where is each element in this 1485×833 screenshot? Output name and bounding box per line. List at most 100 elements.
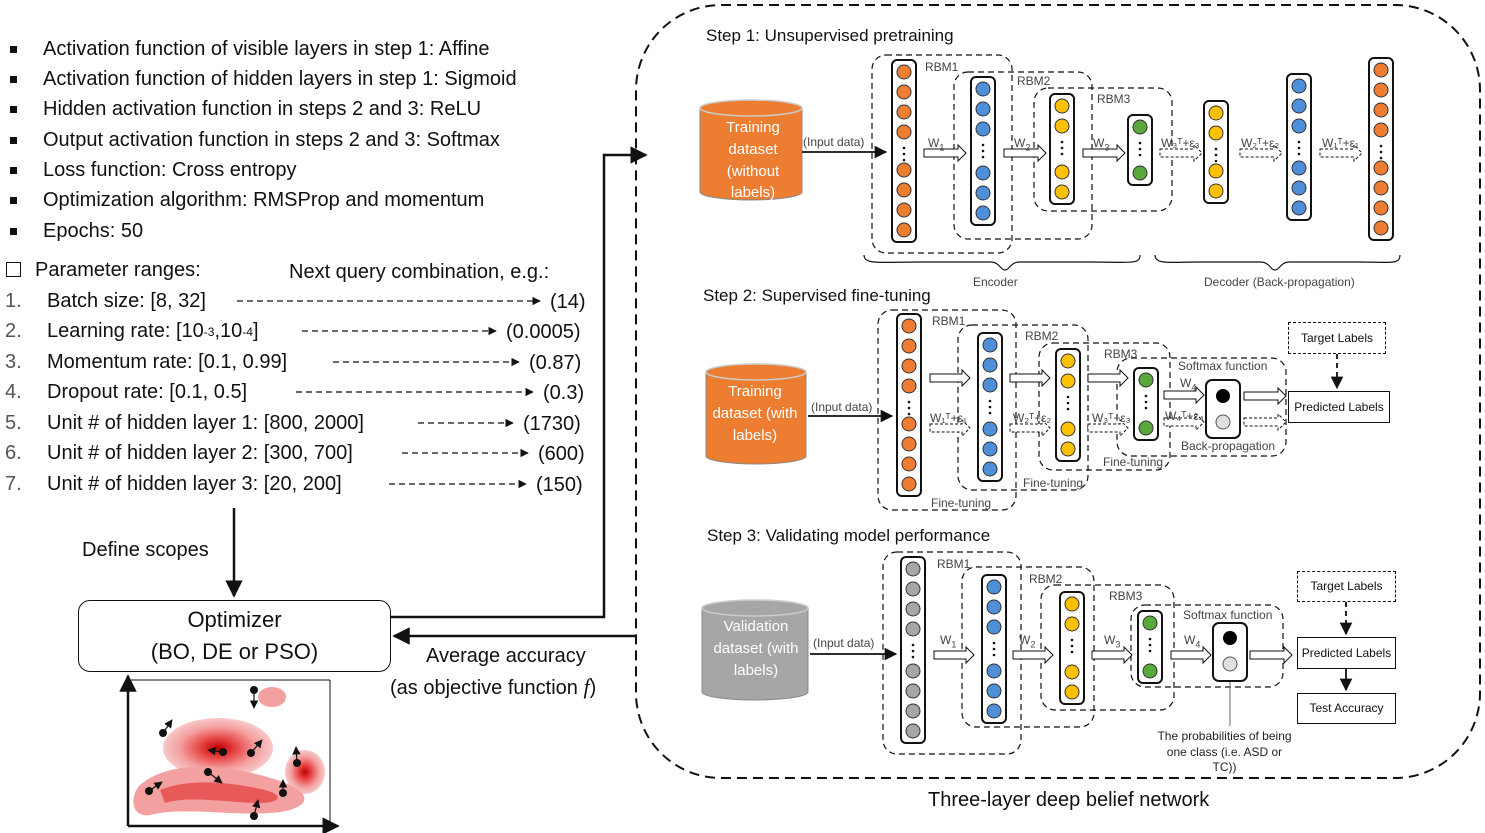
- ellipsis-dot: [1379, 150, 1383, 154]
- query-value: (0.0005): [506, 321, 581, 343]
- node: [986, 663, 1002, 679]
- param-row: 7.Unit # of hidden layer 3: [20, 200]: [5, 473, 342, 495]
- node: [1291, 200, 1307, 216]
- node: [1208, 105, 1224, 121]
- ellipsis-dot: [911, 643, 915, 647]
- node: [1208, 163, 1224, 179]
- step2-dataset-label: Training dataset (with labels): [712, 383, 798, 444]
- step2-b1-arrow: [929, 418, 971, 438]
- ellipsis-dot: [988, 399, 992, 403]
- step3-rbm3-box: [1040, 584, 1175, 711]
- node: [1373, 200, 1389, 216]
- step2-softmax-box: [1116, 357, 1287, 457]
- step1-input-label: (Input data): [803, 135, 865, 149]
- ellipsis-dot: [1138, 153, 1142, 157]
- step3-w2-arrow: [1012, 645, 1054, 665]
- node: [986, 703, 1002, 719]
- ellipsis-dot: [1148, 649, 1152, 653]
- step1-dataset-label: Training dataset (without labels): [726, 119, 780, 202]
- step3-w4: W4: [1184, 633, 1201, 650]
- ellipsis-dot: [1060, 146, 1064, 150]
- step1-w3-arrow: [1082, 143, 1126, 163]
- setting-item: Activation function of visible layers in…: [10, 38, 490, 61]
- step1-w2-arrow: [1003, 143, 1047, 163]
- param-row: 4.Dropout rate: [0.1, 0.5]: [5, 381, 248, 403]
- ellipsis-dot: [988, 405, 992, 409]
- step3-dataset-top: [701, 599, 809, 617]
- step2-b4: W₄ᵀ+ε₄: [1165, 409, 1204, 423]
- node: [901, 358, 917, 374]
- setting-item: Loss function: Cross entropy: [10, 159, 296, 182]
- average-accuracy-label: Average accuracy: [426, 645, 586, 667]
- search-landscape: [119, 674, 340, 833]
- node: [905, 601, 921, 617]
- step3-rbm2-box: [961, 566, 1095, 728]
- node: [896, 104, 912, 120]
- step1-d3-arrow: [1159, 143, 1203, 163]
- param-row: 3.Momentum rate: [0.1, 0.99]: [5, 351, 288, 373]
- ellipsis-dot: [907, 400, 911, 404]
- step1-w1: W1: [928, 136, 945, 153]
- step3-prob-label: The probabilities of being one class (i.…: [1157, 729, 1292, 775]
- node: [1060, 353, 1076, 369]
- node: [1373, 160, 1389, 176]
- step3-w3: W3: [1104, 633, 1121, 650]
- step2-w3-arrow: [1087, 368, 1129, 388]
- ellipsis-dot: [981, 155, 985, 159]
- step1-rbm3-box: [1033, 87, 1173, 212]
- node: [982, 357, 998, 373]
- ellipsis-dot: [1144, 406, 1148, 410]
- node: [986, 579, 1002, 595]
- step2-out-arrow: [1243, 386, 1287, 406]
- ellipsis-dot: [907, 412, 911, 416]
- step3-predicted-labels: Predicted Labels: [1297, 637, 1396, 669]
- param-row: 6.Unit # of hidden layer 2: [300, 700]: [5, 442, 353, 464]
- node: [1373, 180, 1389, 196]
- setting-item: Epochs: 50: [10, 220, 143, 243]
- step2-w1-arrow: [929, 368, 971, 388]
- dbn-region: [635, 4, 1481, 779]
- node: [975, 185, 991, 201]
- node: [1373, 220, 1389, 236]
- node: [1373, 102, 1389, 118]
- define-scopes-label: Define scopes: [82, 539, 209, 561]
- param-row: 5.Unit # of hidden layer 1: [800, 2000]: [5, 412, 364, 434]
- node: [1142, 663, 1158, 679]
- optimizer-box: Optimizer (BO, DE or PSO): [78, 600, 391, 672]
- step2-w4: W4: [1180, 376, 1197, 393]
- setting-item: Output activation function in steps 2 an…: [10, 129, 500, 152]
- node: [905, 703, 921, 719]
- node: [901, 476, 917, 492]
- step2-rbm1-box: [877, 309, 1017, 511]
- step2-target-labels: Target Labels: [1288, 322, 1386, 354]
- step2-rbm2: RBM2: [1025, 329, 1059, 343]
- node: [905, 581, 921, 597]
- node: [975, 165, 991, 181]
- node: [1060, 441, 1076, 457]
- step2-dataset-top: [705, 363, 807, 381]
- parameter-ranges-heading: Parameter ranges:: [6, 260, 201, 280]
- ellipsis-dot: [1379, 156, 1383, 160]
- node: [1373, 122, 1389, 138]
- step2-title: Step 2: Supervised fine-tuning: [703, 286, 931, 305]
- node: [1054, 118, 1070, 134]
- node: [1373, 82, 1389, 98]
- node: [982, 421, 998, 437]
- setting-item: Optimization algorithm: RMSProp and mome…: [10, 189, 484, 212]
- step2-b2-arrow: [1009, 418, 1051, 438]
- step1-visible-layer: [891, 59, 917, 243]
- ellipsis-dot: [1070, 638, 1074, 642]
- query-value: (1730): [523, 413, 581, 435]
- ellipsis-dot: [1214, 153, 1218, 157]
- step3-softmax: Softmax function: [1183, 608, 1273, 622]
- step2-rbm3-box: [1038, 342, 1171, 471]
- node: [975, 205, 991, 221]
- step2-w4-arrow: [1163, 385, 1205, 405]
- ellipsis-dot: [1297, 140, 1301, 144]
- step3-output-layer: [1212, 622, 1248, 682]
- ellipsis-dot: [1138, 147, 1142, 151]
- step3-test-accuracy: Test Accuracy: [1297, 693, 1396, 724]
- step1-dec2: W₂ᵀ+ε₂: [1241, 136, 1280, 150]
- ellipsis-dot: [1066, 407, 1070, 411]
- step1-rbm3: RBM3: [1097, 92, 1131, 106]
